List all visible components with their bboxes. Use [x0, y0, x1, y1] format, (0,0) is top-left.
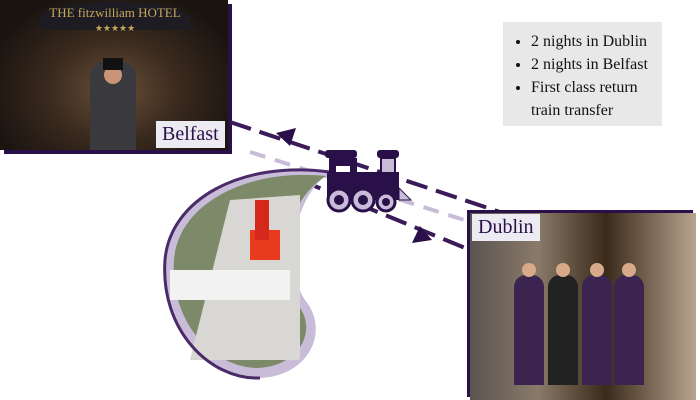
porter-head — [556, 263, 570, 277]
arrow-left-icon — [276, 128, 296, 146]
interior-outline — [163, 168, 331, 380]
top-hat — [103, 58, 123, 70]
porter — [614, 275, 644, 385]
porter — [514, 275, 544, 385]
doorman-head — [104, 66, 122, 84]
porter — [582, 275, 612, 385]
route-line-to-belfast — [229, 120, 501, 214]
arrow-right-icon — [412, 226, 432, 243]
porter-head — [622, 263, 636, 277]
dublin-hotel-photo: Dublin — [470, 213, 696, 400]
porter-head — [522, 263, 536, 277]
hotel-sign: THE fitzwilliam HOTEL ★★★★★ — [40, 2, 190, 33]
bullet-item: First class return train transfer — [531, 76, 662, 122]
table — [170, 270, 290, 300]
red-curtain — [255, 200, 269, 240]
train-icon — [325, 150, 413, 213]
bullet-item: 2 nights in Dublin — [531, 30, 662, 53]
package-details: 2 nights in Dublin 2 nights in Belfast F… — [503, 22, 662, 126]
hotel-stars: ★★★★★ — [94, 23, 136, 33]
belfast-hotel-photo: THE fitzwilliam HOTEL ★★★★★ Belfast — [0, 0, 228, 150]
hotel-sign-text: THE fitzwilliam HOTEL — [49, 5, 181, 20]
bullet-item: 2 nights in Belfast — [531, 53, 662, 76]
route-line-light — [249, 150, 481, 227]
porter — [548, 275, 578, 385]
belfast-label: Belfast — [156, 121, 225, 148]
dublin-label: Dublin — [472, 214, 540, 241]
porter-head — [590, 263, 604, 277]
